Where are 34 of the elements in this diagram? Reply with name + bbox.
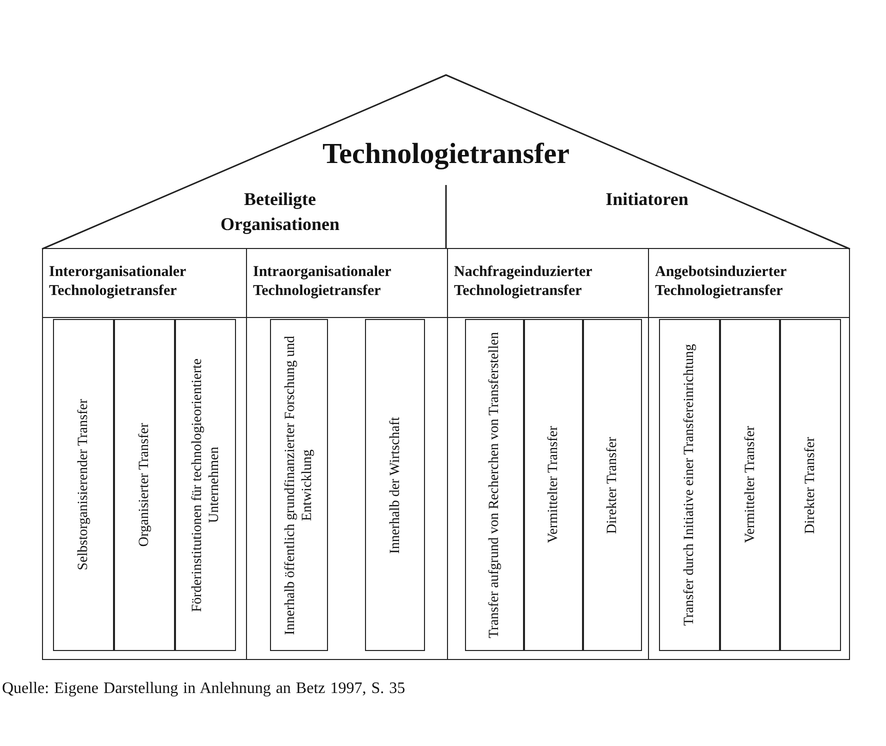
column-heading: Angebotsinduzierter Technologietransfer — [655, 263, 788, 301]
pillar-frame — [583, 319, 642, 651]
pillar-label: Innerhalb öffentlich grundfinanzierter Forschung und Entwicklung — [282, 334, 316, 637]
pillar-label: Transfer aufgrund von Recherchen von Transferstellen — [486, 332, 503, 638]
roof-title: Technologietransfer — [321, 137, 570, 171]
pillar-label: Förderinstitutionen für technologieorientierte Unternehmen — [188, 357, 222, 614]
source-caption: Quelle: Eigene Darstellung in Anlehnung an Betz 1997, S. 35 — [2, 680, 406, 698]
pillar-label: Innerhalb der Wirtschaft — [386, 416, 404, 554]
column-frame — [246, 248, 448, 660]
column-heading: Interorganisationaler Technologietransfer — [49, 263, 187, 301]
pillar-frame — [524, 319, 583, 651]
pillar-frame — [114, 319, 175, 651]
pillar-frame — [720, 319, 780, 651]
column-frame — [648, 248, 850, 660]
pillar-label: Direkter Transfer — [604, 436, 621, 534]
pillar-frame — [365, 319, 425, 651]
pillar-label: Direkter Transfer — [802, 436, 819, 534]
column-heading: Nachfrageinduzierter Technologietransfer — [454, 263, 594, 301]
column-frame — [42, 248, 247, 660]
column-frame — [447, 248, 649, 660]
pillar-frame — [53, 319, 114, 651]
pillar-label: Organisierter Transfer — [136, 423, 153, 547]
pillar-frame — [780, 319, 841, 651]
pillar-label: Vermittelter Transfer — [545, 426, 562, 544]
pillar-frame — [270, 319, 328, 651]
column-heading: Intraorganisationaler Technologietransfer — [253, 263, 392, 301]
pillar-frame — [659, 319, 720, 651]
pillar-label: Transfer durch Initiative einer Transfereinrichtung — [681, 344, 698, 626]
section-heading: Initiatoren — [604, 188, 690, 211]
pillar-label: Selbstorganisierender Transfer — [75, 399, 92, 571]
section-heading: Beteiligte Organisationen — [219, 188, 340, 236]
pillar-frame — [465, 319, 524, 651]
pillar-label: Vermittelter Transfer — [742, 426, 758, 544]
pillar-frame — [175, 319, 236, 651]
